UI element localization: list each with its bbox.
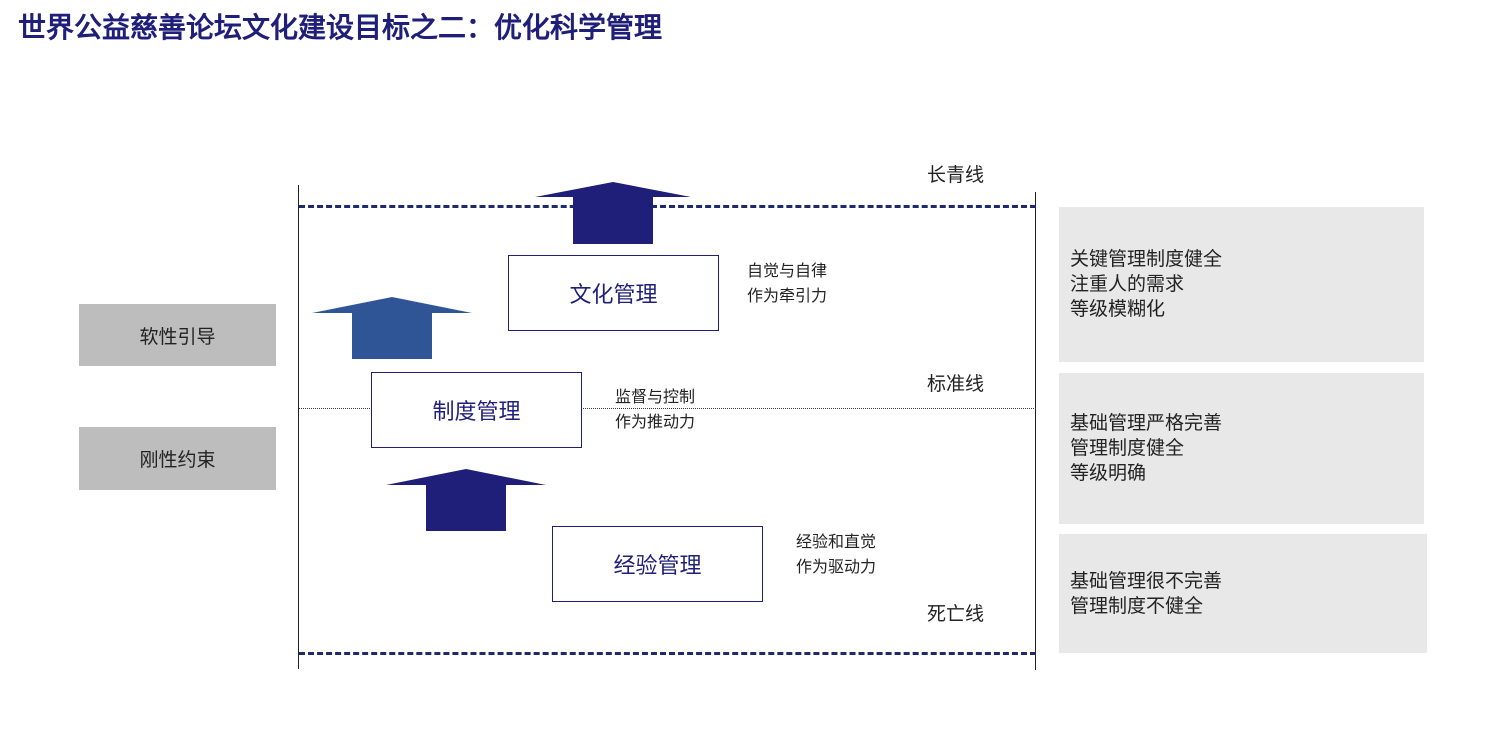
culture-note-line-1: 自觉与自律 (747, 261, 828, 280)
system-note-line-2: 作为推动力 (615, 412, 696, 431)
experience-note: 经验和直觉 作为驱动力 (796, 529, 876, 579)
system-note-line-1: 监督与控制 (615, 387, 696, 406)
death-description-panel: 基础管理很不完善 管理制度不健全 (1059, 534, 1427, 653)
right-axis-line (1035, 192, 1036, 670)
experience-note-line-2: 作为驱动力 (796, 557, 877, 576)
page-title: 世界公益慈善论坛文化建设目标之二：优化科学管理 (18, 11, 663, 44)
panel-bottom-line-1: 基础管理很不完善 (1070, 569, 1223, 592)
standard-line-label: 标准线 (927, 373, 985, 395)
experience-management-box: 经验管理 (552, 526, 763, 602)
death-dashed-line (299, 652, 1036, 655)
panel-top-line-2: 注重人的需求 (1070, 273, 1185, 295)
panel-middle-line-1: 基础管理严格完善 (1070, 412, 1223, 434)
system-note: 监督与控制 作为推动力 (615, 384, 695, 434)
panel-top-line-1: 关键管理制度健全 (1070, 248, 1223, 270)
middle-up-arrow-icon (312, 297, 472, 359)
standard-description-panel: 基础管理严格完善 管理制度健全 等级明确 (1059, 373, 1424, 524)
standard-dotted-line (299, 408, 1036, 409)
soft-guidance-label: 软性引导 (79, 304, 276, 366)
system-management-box: 制度管理 (371, 372, 582, 448)
culture-management-box: 文化管理 (508, 255, 719, 331)
evergreen-description-panel: 关键管理制度健全 注重人的需求 等级模糊化 (1059, 207, 1424, 362)
evergreen-line-label: 长青线 (927, 164, 985, 186)
evergreen-dashed-line (299, 205, 1036, 208)
experience-note-line-1: 经验和直觉 (796, 532, 877, 551)
panel-bottom-line-2: 管理制度不健全 (1070, 594, 1204, 617)
culture-note-line-2: 作为牵引力 (747, 286, 828, 305)
panel-top-line-3: 等级模糊化 (1070, 298, 1166, 320)
top-up-arrow-icon (535, 182, 691, 244)
rigid-constraint-label: 刚性约束 (79, 427, 276, 490)
culture-note: 自觉与自律 作为牵引力 (747, 258, 827, 308)
panel-middle-line-3: 等级明确 (1070, 462, 1147, 484)
bottom-up-arrow-icon (386, 469, 546, 531)
death-line-label: 死亡线 (927, 603, 985, 625)
left-axis-line (298, 185, 299, 669)
panel-middle-line-2: 管理制度健全 (1070, 437, 1185, 459)
